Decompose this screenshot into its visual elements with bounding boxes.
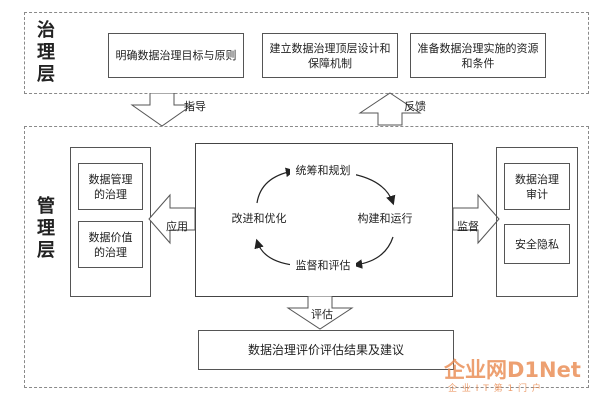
data-governance-audit-box: 数据治理审计 bbox=[504, 163, 570, 210]
cycle-supervise-evaluate: 监督和评估 bbox=[290, 259, 356, 273]
left-governance-group bbox=[70, 147, 151, 297]
management-layer bbox=[24, 126, 589, 388]
feedback-label: 反馈 bbox=[404, 100, 426, 113]
data-value-governance-box: 数据价值的治理 bbox=[78, 221, 143, 268]
management-layer-title: 管理层 bbox=[37, 196, 55, 261]
cycle-arrows bbox=[254, 167, 396, 269]
resources-conditions-box: 准备数据治理实施的资源和条件 bbox=[410, 33, 546, 78]
guide-label: 指导 bbox=[184, 100, 206, 113]
apply-label: 应用 bbox=[166, 220, 188, 233]
top-level-design-box: 建立数据治理顶层设计和保障机制 bbox=[262, 33, 398, 78]
evaluate-arrow bbox=[286, 296, 354, 330]
cycle-plan: 统筹和规划 bbox=[290, 164, 356, 178]
evaluation-result-box: 数据治理评价评估结果及建议 bbox=[198, 330, 454, 370]
watermark-subtitle: 企 业 I T 第 1 门 户 bbox=[448, 384, 542, 394]
feedback-arrow bbox=[358, 92, 422, 126]
apply-arrow bbox=[148, 193, 196, 245]
cycle-build-run: 构建和运行 bbox=[352, 212, 418, 226]
governance-layer-title: 治理层 bbox=[37, 20, 55, 85]
governance-layer bbox=[24, 12, 589, 94]
watermark-logo: 企业网D1Net bbox=[444, 358, 581, 382]
cycle-improve-optimize: 改进和优化 bbox=[226, 212, 292, 226]
security-privacy-box: 安全隐私 bbox=[504, 224, 570, 264]
evaluate-label: 评估 bbox=[311, 308, 333, 321]
supervise-arrow bbox=[452, 193, 500, 245]
supervise-label: 监督 bbox=[457, 220, 479, 233]
goal-principle-box: 明确数据治理目标与原则 bbox=[108, 33, 244, 78]
guide-arrow bbox=[130, 93, 194, 127]
right-supervision-group bbox=[496, 147, 578, 297]
data-management-governance-box: 数据管理的治理 bbox=[78, 163, 143, 210]
